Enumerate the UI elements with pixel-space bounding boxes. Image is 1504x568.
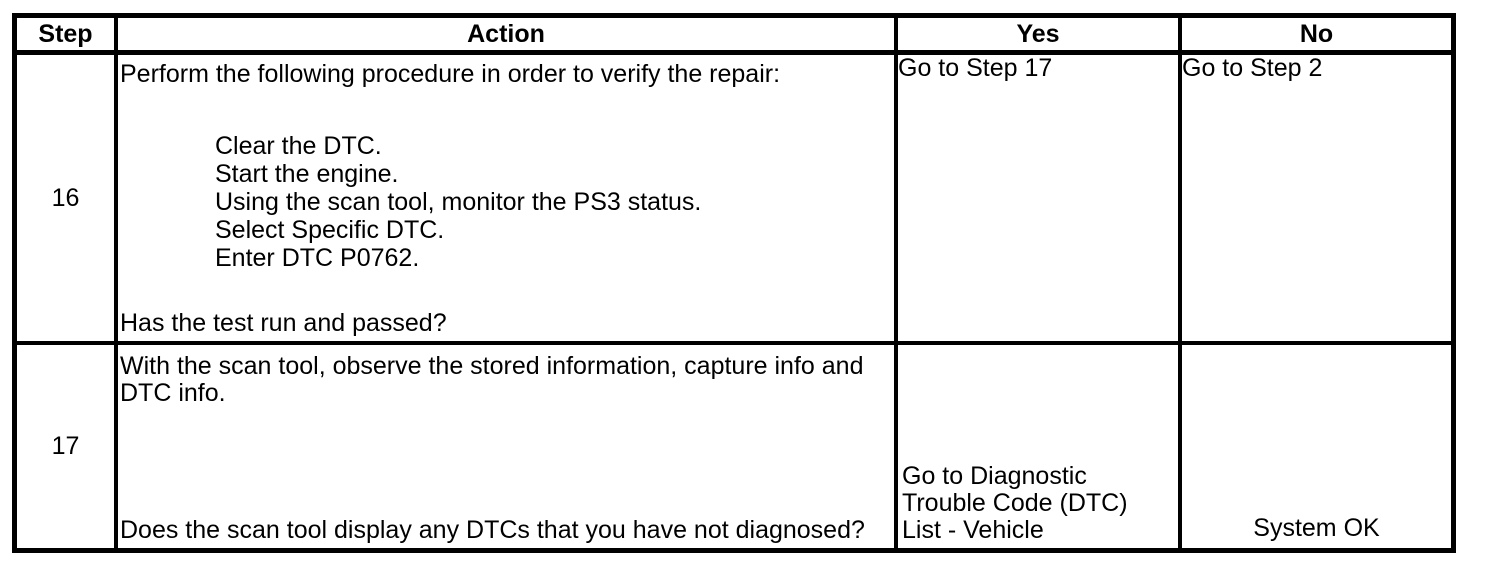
step-17-number: 17 (51, 432, 80, 460)
step-16-no-cell: Go to Step 2 (1182, 55, 1451, 345)
column-header-step: Step (17, 18, 118, 55)
step-17-no-cell: System OK (1182, 345, 1451, 548)
procedure-list-item: Start the engine. (215, 160, 399, 188)
column-header-yes: Yes (898, 18, 1182, 55)
procedure-list-item: Enter DTC P0762. (215, 244, 420, 272)
procedure-list-item: Clear the DTC. (215, 132, 382, 160)
step-16-number-cell: 16 (17, 55, 118, 345)
step-17-no-answer: System OK (1253, 514, 1380, 542)
column-header-no: No (1182, 18, 1451, 55)
step-16-yes-cell: Go to Step 17 (898, 55, 1182, 345)
diagnostic-table: Step Action Yes No 16 Perform the follow… (12, 13, 1456, 553)
column-header-action: Action (118, 18, 898, 55)
step-16-yes-answer: Go to Step 17 (898, 55, 1053, 82)
column-header-step-label: Step (38, 19, 93, 48)
step-16-action-intro: Perform the following procedure in order… (120, 60, 781, 88)
step-16-action-question: Has the test run and passed? (120, 309, 447, 337)
step-17-action-question: Does the scan tool display any DTCs that… (120, 516, 865, 544)
step-17-yes-cell: Go to Diagnostic Trouble Code (DTC) List… (898, 345, 1182, 548)
step-16-no-answer: Go to Step 2 (1182, 55, 1323, 82)
step-16-number: 16 (51, 183, 80, 212)
step-16-action-cell: Perform the following procedure in order… (118, 55, 898, 345)
step-16-procedure-list: Clear the DTC. Start the engine. Using t… (215, 132, 888, 272)
procedure-list-item: Select Specific DTC. (215, 216, 445, 244)
step-17-yes-answer: Go to Diagnostic Trouble Code (DTC) List… (902, 462, 1128, 544)
step-17-number-cell: 17 (17, 345, 118, 548)
procedure-list-item: Using the scan tool, monitor the PS3 sta… (215, 188, 702, 216)
column-header-yes-label: Yes (1016, 19, 1060, 48)
step-17-action-intro: With the scan tool, observe the stored i… (120, 352, 864, 407)
column-header-action-label: Action (467, 19, 545, 48)
step-17-action-cell: With the scan tool, observe the stored i… (118, 345, 898, 548)
column-header-no-label: No (1299, 19, 1334, 48)
